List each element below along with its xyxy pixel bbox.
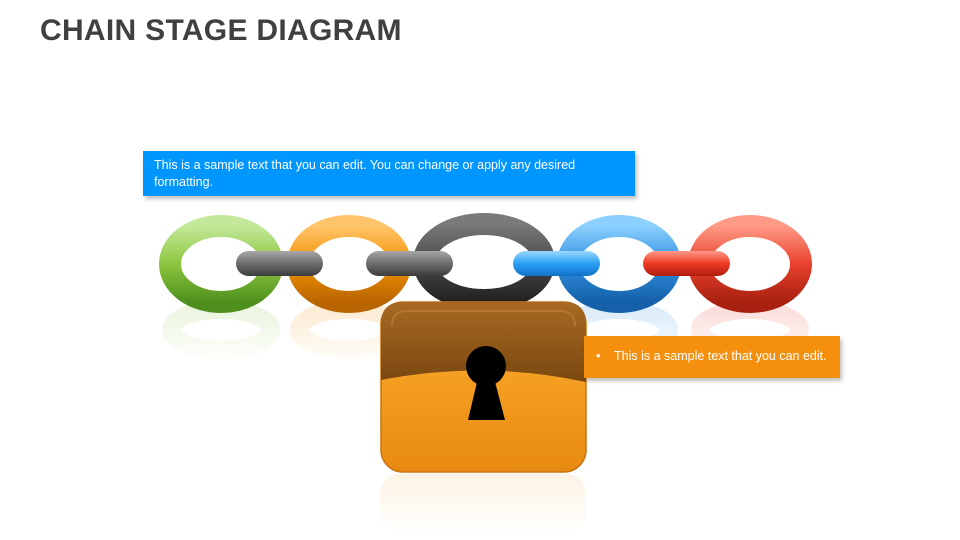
padlock-icon — [380, 301, 587, 473]
gray-connector-2 — [366, 251, 453, 276]
red-connector — [643, 251, 730, 276]
slide-title: CHAIN STAGE DIAGRAM — [40, 14, 402, 47]
bullet-icon: • — [596, 349, 601, 363]
top-callout-text: This is a sample text that you can edit.… — [154, 158, 576, 189]
top-callout-box: This is a sample text that you can edit.… — [143, 151, 635, 196]
gray-connector-1 — [236, 251, 323, 276]
lock-reflection — [376, 470, 590, 536]
right-callout-text: This is a sample text that you can edit. — [614, 349, 827, 363]
blue-connector — [513, 251, 600, 276]
right-callout-box: • This is a sample text that you can edit… — [584, 336, 840, 378]
keyhole-icon — [466, 346, 506, 420]
